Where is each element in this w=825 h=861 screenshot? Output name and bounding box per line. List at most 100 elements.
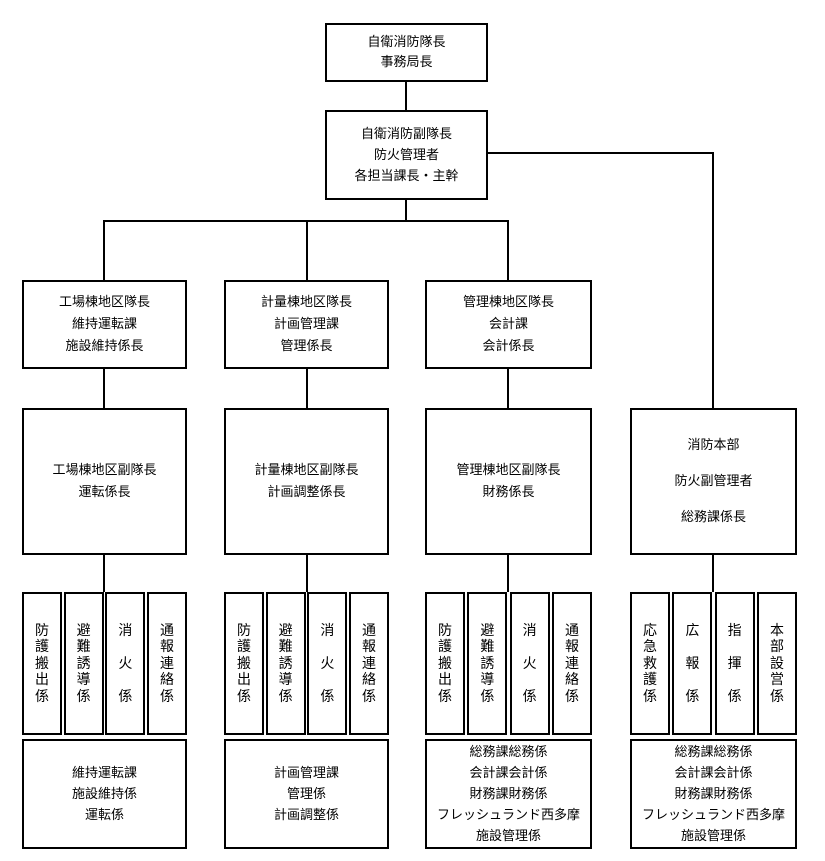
unit-line: 総務課総務係 [469,744,548,760]
unit-line: フレッシュランド西多摩 [436,807,580,823]
fire-hq-line: 防火副管理者 [674,473,753,489]
team-label: 消火係 [118,622,133,705]
branch3-deputy-box: 管理棟地区副隊長 財務係長 [425,408,592,555]
unit-line: 計画調整係 [273,807,339,823]
vice-chief-box: 自衛消防副隊長 防火管理者 各担当課長・主幹 [325,110,488,200]
branch1-head-line: 維持運転課 [71,316,137,332]
branch4-team-cell: 指揮係 [714,592,755,735]
connector-head-deputy-branch3 [507,369,509,408]
unit-line: 会計課会計係 [674,765,753,781]
branch3-team-cell: 防護搬出係 [425,592,465,735]
branch2-deputy-line: 計量棟地区副隊長 [254,462,359,478]
connector-chief-vice [405,82,407,110]
chief-box: 自衛消防隊長 事務局長 [325,23,488,82]
unit-line: 運転係 [84,807,124,823]
branch2-team-cell: 通報連絡係 [348,592,389,735]
team-label: 避難誘導係 [76,622,91,705]
branch3-head-box: 管理棟地区隊長 会計課 会計係長 [425,280,592,369]
branch2-units-box: 計画管理課 管理係 計画調整係 [224,739,389,849]
branch1-teams: 防護搬出係 避難誘導係 消火係 通報連絡係 [22,592,187,735]
unit-line: 施設維持係 [71,786,137,802]
branch4-teams: 応急救護係 広報係 指揮係 本部設営係 [630,592,797,735]
branch2-deputy-box: 計量棟地区副隊長 計画調整係長 [224,408,389,555]
team-label: 広報係 [685,622,700,705]
vice-chief-title: 自衛消防副隊長 [360,126,452,142]
branch2-head-line: 計量棟地区隊長 [260,294,352,310]
connector-head-deputy-branch2 [306,369,308,408]
branch2-team-cell: 消火係 [307,592,348,735]
branch3-head-line: 会計課 [488,316,528,332]
team-label: 通報連絡係 [361,622,376,705]
unit-line: 計画管理課 [273,765,339,781]
branch3-deputy-line: 財務係長 [482,484,535,500]
branch3-team-cell: 避難誘導係 [467,592,508,735]
branch1-deputy-box: 工場棟地区副隊長 運転係長 [22,408,187,555]
unit-line: 維持運転課 [71,765,137,781]
team-label: 通報連絡係 [564,622,579,705]
team-label: 応急救護係 [643,622,657,705]
unit-line: 管理係 [286,786,326,802]
connector-vice-hq-vertical [712,152,714,408]
branch2-head-box: 計量棟地区隊長 計画管理課 管理係長 [224,280,389,369]
fire-hq-line: 消防本部 [687,437,740,453]
vice-chief-role: 防火管理者 [373,147,439,163]
branch2-team-cell: 避難誘導係 [265,592,306,735]
chief-subtitle: 事務局長 [380,54,433,70]
branch1-team-cell: 防護搬出係 [22,592,62,735]
branch3-deputy-line: 管理棟地区副隊長 [456,462,561,478]
connector-deputy-teams-branch3 [507,555,509,592]
team-label: 防護搬出係 [35,622,49,705]
team-label: 通報連絡係 [159,622,174,705]
branch3-team-cell: 通報連絡係 [551,592,592,735]
branch1-deputy-line: 工場棟地区副隊長 [52,462,157,478]
branch2-head-line: 管理係長 [280,338,333,354]
branch4-team-cell: 広報係 [672,592,713,735]
team-label: 消火係 [522,622,537,705]
branch1-units-box: 維持運転課 施設維持係 運転係 [22,739,187,849]
team-label: 避難誘導係 [480,622,495,705]
connector-head-deputy-branch1 [103,369,105,408]
branch2-deputy-line: 計画調整係長 [267,484,346,500]
branch2-team-cell: 防護搬出係 [224,592,264,735]
team-label: 防護搬出係 [237,622,251,705]
branch4-units-box: 総務課総務係 会計課会計係 財務課財務係 フレッシュランド西多摩 施設管理係 [630,739,797,849]
team-label: 消火係 [320,622,335,705]
fire-hq-line: 総務課係長 [680,509,746,525]
branch3-team-cell: 消火係 [509,592,550,735]
team-label: 避難誘導係 [278,622,293,705]
branch3-head-line: 管理棟地区隊長 [462,294,554,310]
branch3-units-box: 総務課総務係 会計課会計係 財務課財務係 フレッシュランド西多摩 施設管理係 [425,739,592,849]
team-label: 防護搬出係 [438,622,452,705]
connector-drop-branch3 [507,220,509,280]
branch1-deputy-line: 運転係長 [78,484,131,500]
connector-vice-hq-horizontal [488,152,714,154]
fire-hq-box: 消防本部 防火副管理者 総務課係長 [630,408,797,555]
connector-deputy-teams-branch1 [103,555,105,592]
unit-line: フレッシュランド西多摩 [641,807,785,823]
connector-drop-branch2 [306,220,308,280]
unit-line: 施設管理係 [475,828,541,844]
branch1-head-box: 工場棟地区隊長 維持運転課 施設維持係長 [22,280,187,369]
connector-deputy-teams-branch4 [712,555,714,592]
branch1-head-line: 施設維持係長 [65,338,144,354]
branch3-head-line: 会計係長 [482,338,535,354]
team-label: 本部設営係 [769,622,784,705]
branch3-teams: 防護搬出係 避難誘導係 消火係 通報連絡係 [425,592,592,735]
branch2-head-line: 計画管理課 [273,316,339,332]
connector-vice-drop [405,200,407,222]
unit-line: 財務課財務係 [469,786,548,802]
unit-line: 総務課総務係 [674,744,753,760]
connector-deputy-teams-branch2 [306,555,308,592]
unit-line: 財務課財務係 [674,786,753,802]
branch4-team-cell: 本部設営係 [756,592,797,735]
branch1-team-cell: 通報連絡係 [146,592,187,735]
branch1-team-cell: 避難誘導係 [63,592,104,735]
branch1-head-line: 工場棟地区隊長 [58,294,150,310]
unit-line: 施設管理係 [680,828,746,844]
branch4-team-cell: 応急救護係 [630,592,670,735]
team-label: 指揮係 [727,622,742,705]
vice-chief-members: 各担当課長・主幹 [354,168,459,184]
branch2-teams: 防護搬出係 避難誘導係 消火係 通報連絡係 [224,592,389,735]
unit-line: 会計課会計係 [469,765,548,781]
branch1-team-cell: 消火係 [105,592,146,735]
